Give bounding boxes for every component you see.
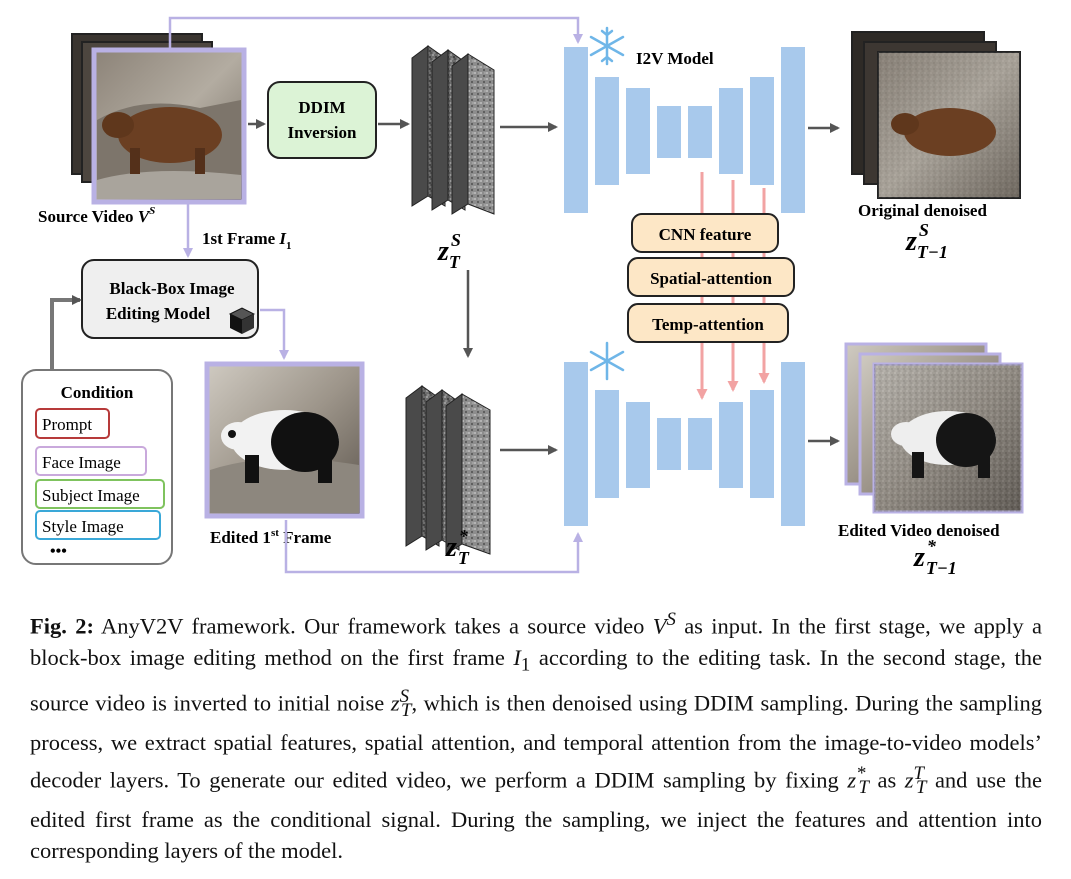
original-denoised-label: Original denoised <box>858 201 987 220</box>
z-edit-label: z*T <box>445 526 470 568</box>
feature-box-spatial: Spatial-attention <box>627 257 795 297</box>
snowflake-icon-bottom <box>589 341 625 381</box>
edited-frame-label: Edited 1st Frame <box>210 527 332 547</box>
editor-line1: Black-Box Image <box>109 279 235 298</box>
first-frame-label: 1st Frame I1 <box>202 229 292 252</box>
edited-z-label: z*T−1 <box>913 536 957 578</box>
feature-box-temp: Temp-attention <box>627 303 789 343</box>
edited-first-frame <box>204 361 365 519</box>
bear-icon-denoised <box>904 108 996 156</box>
condition-face-box <box>35 446 147 476</box>
condition-more: ••• <box>50 543 67 560</box>
ddim-inversion-box: DDIM Inversion <box>267 81 377 159</box>
snowflake-icon <box>589 26 625 66</box>
condition-box: Condition Prompt Face Image Subject Imag… <box>21 369 173 565</box>
editor-to-frame-arrow <box>260 308 289 360</box>
svg-text:CNN feature: CNN feature <box>659 225 752 244</box>
figure-caption: Fig. 2: AnyV2V framework. Our framework … <box>30 609 1042 863</box>
black-box-editor: Black-Box Image Editing Model <box>81 259 259 339</box>
unet-bottom <box>564 362 805 526</box>
edited-video-stack <box>844 342 1024 514</box>
figure-label: Fig. 2: <box>30 613 94 639</box>
source-frame-image <box>91 47 247 205</box>
edited-video-label: Edited Video denoised <box>838 521 1000 540</box>
editor-line2: Editing Model <box>106 304 211 323</box>
ddim-line2: Inversion <box>288 123 358 142</box>
svg-text:Spatial-attention: Spatial-attention <box>650 269 772 288</box>
condition-connector-bottom <box>284 520 583 574</box>
condition-prompt: Prompt <box>42 415 92 434</box>
svg-text:Temp-attention: Temp-attention <box>652 315 764 334</box>
condition-subject: Subject Image <box>42 486 140 505</box>
condition-style: Style Image <box>42 517 124 536</box>
condition-connector-top <box>168 16 583 50</box>
feature-box-cnn: CNN feature <box>631 213 779 253</box>
unet-top <box>564 47 805 213</box>
ddim-line1: DDIM <box>298 98 345 117</box>
source-video-stack <box>71 33 247 205</box>
condition-face: Face Image <box>42 453 121 472</box>
condition-style-box <box>35 510 161 540</box>
i2v-label: I2V Model <box>636 49 714 68</box>
latent-stack-source <box>411 45 495 215</box>
source-video-label: Source Video VS <box>38 205 155 226</box>
latent-stack-edited <box>405 385 491 555</box>
framework-diagram: Source Video VS 1st Frame I1 DDIM Invers… <box>21 16 1024 578</box>
condition-prompt-box <box>35 408 110 439</box>
original-denoised-stack <box>851 31 1021 199</box>
cube-icon <box>228 307 256 334</box>
condition-subject-box <box>35 479 165 509</box>
condition-title: Condition <box>61 383 134 402</box>
condition-to-editor-arrow <box>50 295 82 370</box>
